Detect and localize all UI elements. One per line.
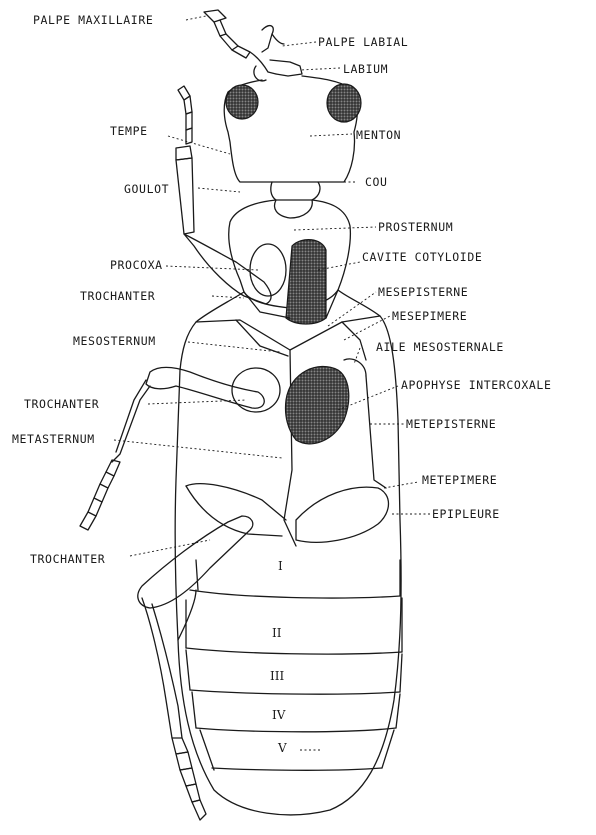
label-trochanter-3: TROCHANTER <box>30 553 105 565</box>
label-mesosternum: MESOSTERNUM <box>73 335 156 347</box>
label-epipleure: EPIPLEURE <box>432 508 500 520</box>
mandible-shape <box>250 26 302 81</box>
segment-label-1: I <box>278 560 283 572</box>
neck-shape <box>271 182 320 200</box>
label-labium: LABIUM <box>343 63 388 75</box>
abdomen-shape <box>186 560 402 770</box>
label-prosternum: PROSTERNUM <box>378 221 453 233</box>
prothorax-shape <box>229 200 351 324</box>
segment-label-3: III <box>270 670 284 682</box>
hind-leg-shape <box>138 516 253 820</box>
head-shape <box>224 76 361 182</box>
label-tempe: TEMPE <box>110 125 148 137</box>
label-procoxa: PROCOXA <box>110 259 163 271</box>
label-goulot: GOULOT <box>124 183 169 195</box>
label-apophyse-intercoxale: APOPHYSE INTERCOXALE <box>401 379 551 391</box>
label-metepimere: METEPIMERE <box>422 474 497 486</box>
label-cou: COU <box>365 176 388 188</box>
label-metasternum: METASTERNUM <box>12 433 95 445</box>
body-shape <box>175 290 401 815</box>
label-metepisterne: METEPISTERNE <box>406 418 496 430</box>
segment-label-4: IV <box>272 709 285 721</box>
label-mesepimere: MESEPIMERE <box>392 310 467 322</box>
label-trochanter-2: TROCHANTER <box>24 398 99 410</box>
label-menton: MENTON <box>356 129 401 141</box>
palpe-maxillaire-shape <box>204 10 250 58</box>
label-palpe-labial: PALPE LABIAL <box>318 36 408 48</box>
segment-label-2: II <box>272 627 281 639</box>
segment-label-5: V <box>278 742 287 754</box>
label-cavite-cotyloide: CAVITE COTYLOIDE <box>362 251 482 263</box>
label-aile-mesosternale: AILE MESOSTERNALE <box>376 341 504 353</box>
label-palpe-maxillaire: PALPE MAXILLAIRE <box>33 14 153 26</box>
label-trochanter-1: TROCHANTER <box>80 290 155 302</box>
label-mesepisterne: MESEPISTERNE <box>378 286 468 298</box>
